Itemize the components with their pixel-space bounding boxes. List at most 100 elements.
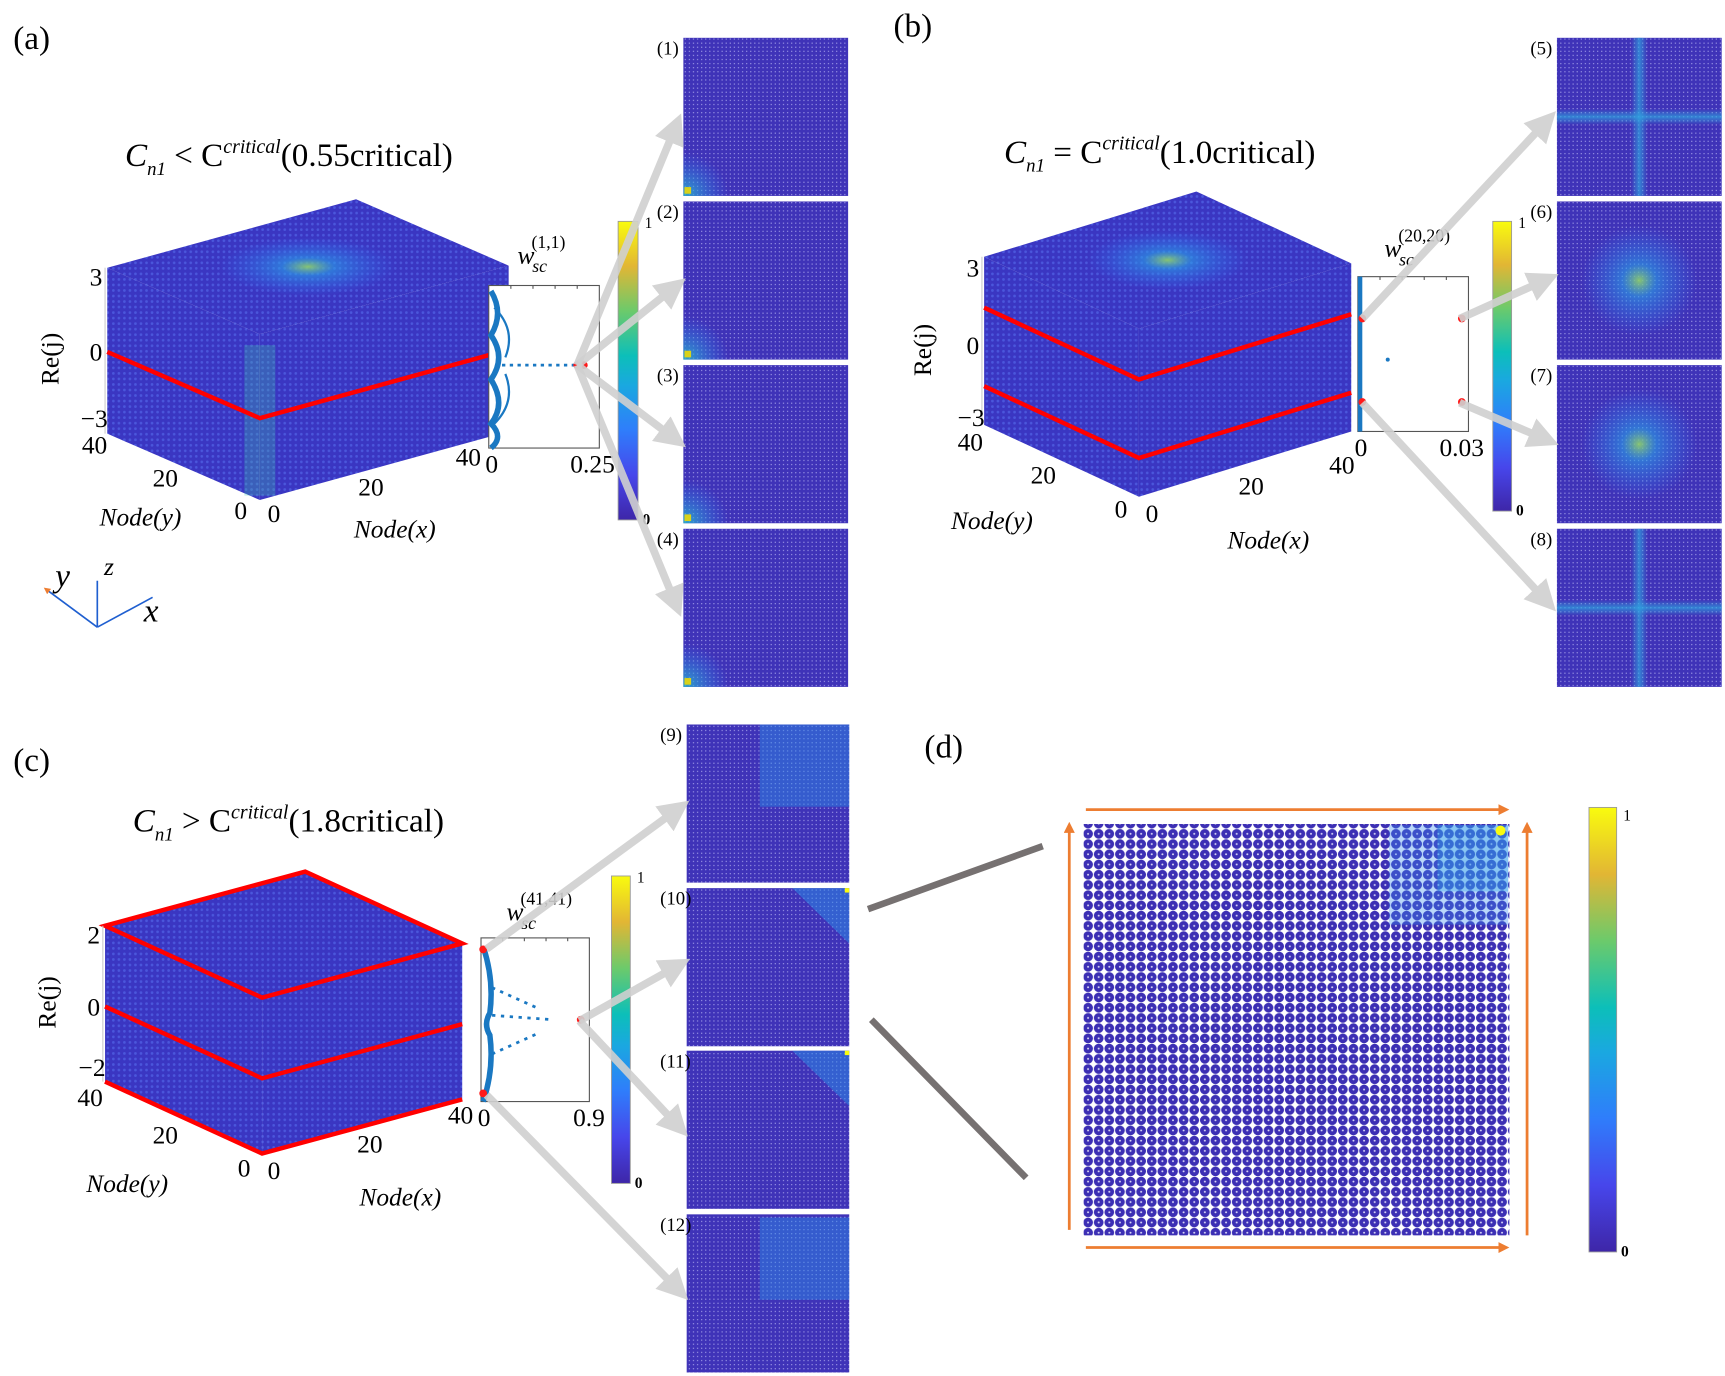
- cube-right-face: [1138, 263, 1352, 497]
- corner-block: [759, 724, 850, 807]
- axis-y-glyph: y: [52, 557, 70, 594]
- eigenstate-map: (6): [1530, 201, 1722, 360]
- cut-line: [106, 347, 510, 421]
- cube-left-face: [984, 256, 1139, 497]
- map-index: (3): [657, 366, 679, 387]
- corner-glow: [683, 599, 774, 687]
- spectrum-frame: [480, 937, 590, 1103]
- title-symbol: C: [133, 803, 156, 840]
- x-tick: 0: [1146, 499, 1159, 528]
- w-symbol: w: [1384, 234, 1401, 263]
- selected-eigenvalue: [479, 945, 488, 954]
- map-index: (5): [1530, 38, 1552, 59]
- w-subscript: sc: [532, 256, 547, 276]
- top-outline: [98, 869, 469, 1000]
- mapping-arrow: [573, 363, 684, 617]
- corner-glow: [792, 888, 850, 944]
- colorbar-gradient: [1588, 806, 1618, 1253]
- eigenvalue-branch: [491, 986, 553, 1056]
- title-subscript: n1: [1026, 156, 1045, 177]
- mode-stripe-h: [1556, 528, 1722, 687]
- y-axis-label: Node(y): [950, 506, 1033, 535]
- panel-label-d: (d): [924, 729, 963, 766]
- mapping-arrow: [574, 278, 686, 369]
- axis-x-glyph: x: [143, 593, 159, 630]
- panel-label-a: (a): [13, 20, 50, 57]
- eigenstate-map: (7): [1530, 365, 1722, 524]
- spectrum-x-tick: 0.25: [570, 449, 615, 478]
- colorbar-min: 0: [1516, 503, 1524, 520]
- title-superscript: critical: [1102, 132, 1160, 154]
- spectrum-x-tick: 0: [485, 449, 498, 478]
- site-heatmap: [686, 1214, 850, 1373]
- zoom-line-top: [866, 843, 1044, 913]
- mapping-arrow: [484, 800, 690, 953]
- z-tick: 2: [87, 920, 100, 949]
- z-tick: 3: [966, 254, 979, 283]
- cut-line: [983, 384, 1352, 461]
- z-tick: 0: [966, 331, 979, 360]
- eigenstate-map: (11): [660, 1050, 850, 1209]
- panel-label-b: (b): [893, 8, 932, 45]
- max-site: [1495, 825, 1506, 836]
- panel-label-c: (c): [13, 742, 50, 779]
- title-symbol: C: [1004, 134, 1027, 171]
- y-axis-label: Node(y): [99, 502, 182, 531]
- mapping-arrow: [573, 113, 684, 367]
- z-tick: 3: [90, 263, 103, 292]
- y-tick: 0: [1115, 495, 1128, 524]
- title-b: Cn1 = Ccritical(1.0critical): [1004, 132, 1315, 176]
- mapping-arrow: [576, 1018, 688, 1137]
- eigenstate-map: (10): [660, 888, 850, 1047]
- map-index: (12): [660, 1215, 691, 1236]
- x-tick: 40: [448, 1101, 473, 1130]
- map-index: (4): [657, 529, 679, 550]
- y-tick: 20: [1031, 460, 1056, 489]
- mapping-arrow: [1458, 399, 1559, 447]
- map-index: (1): [657, 38, 679, 59]
- eigenvalue-band: [487, 289, 502, 451]
- y-tick: 40: [82, 431, 107, 460]
- map-index: (7): [1530, 366, 1552, 387]
- center-glow: [1556, 365, 1722, 524]
- eigenvalue-point: [1385, 357, 1390, 362]
- colorbar-max: 1: [645, 215, 653, 232]
- x-tick: 0: [268, 499, 281, 528]
- cube-left-face: [105, 925, 263, 1154]
- w-symbol: w: [506, 897, 523, 926]
- site-heatmap: [686, 724, 850, 883]
- w-superscript: (1,1): [532, 232, 566, 252]
- title-symbol: C: [125, 137, 148, 174]
- eigenstate-map: (1): [657, 37, 849, 196]
- colorbar-gradient: [617, 220, 639, 521]
- corner-glow: [683, 108, 774, 196]
- x-tick: 40: [1329, 450, 1354, 479]
- spectrum-title: wsc (1,1): [517, 232, 565, 276]
- spectrum-x-tick: 0: [1355, 433, 1368, 462]
- zoom-line-bottom: [868, 1017, 1029, 1181]
- colorbar-min: 0: [635, 1175, 643, 1192]
- colorbar-min: 0: [1621, 1243, 1629, 1260]
- mapping-arrow: [577, 958, 691, 1025]
- title-relation: < C: [166, 137, 223, 174]
- colorbar-a: 10: [617, 215, 653, 528]
- max-site: [844, 1050, 850, 1056]
- eigenstate-map: (9): [660, 724, 850, 883]
- axis-z-glyph: z: [103, 552, 114, 581]
- corner-block: [759, 1217, 850, 1300]
- map-index: (2): [657, 202, 679, 223]
- mapping-arrow: [483, 1092, 689, 1301]
- colorbar-c: 10: [611, 870, 645, 1192]
- map-index: (9): [660, 725, 682, 746]
- w-symbol: w: [517, 240, 534, 269]
- colorbar-max: 1: [637, 870, 645, 887]
- x-axis-label: Node(x): [353, 515, 436, 544]
- colorbar-max: 1: [1623, 808, 1631, 825]
- x-axis-label: Node(x): [1226, 526, 1309, 555]
- cube-right-face: [262, 943, 463, 1154]
- title-superscript: critical: [223, 136, 281, 158]
